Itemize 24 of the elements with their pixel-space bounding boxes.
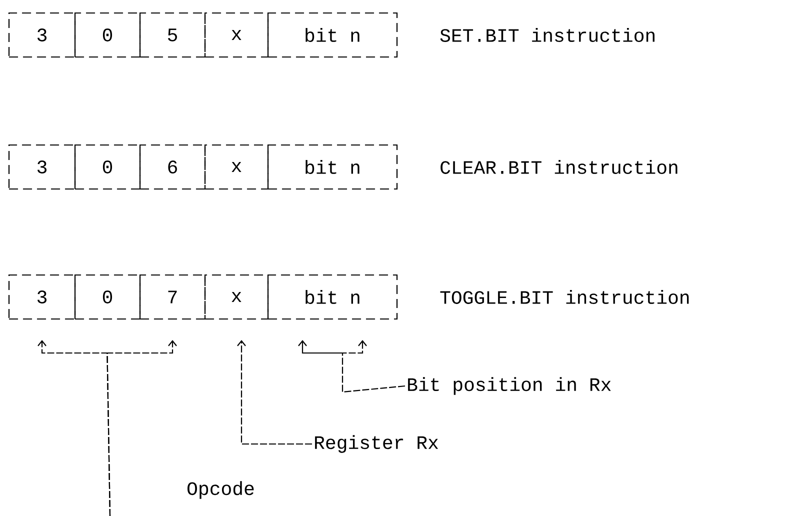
field-cell: x	[204, 274, 269, 320]
instruction-label: SET.BIT instruction	[440, 28, 654, 42]
field-cell: x	[204, 12, 269, 58]
field-cell: 7	[139, 274, 206, 320]
field-cell: 0	[74, 12, 141, 58]
field-cell: 3	[8, 144, 76, 190]
field-cell: bit n	[267, 274, 398, 320]
callout-text: Register Rx	[315, 435, 438, 453]
field-cell: 3	[8, 274, 76, 320]
callout-text: Opcode	[188, 481, 254, 499]
leader-line	[237, 340, 312, 445]
field-cell: 5	[139, 12, 206, 58]
field-cell: bit n	[267, 144, 398, 190]
field-cell: 6	[139, 144, 206, 190]
leader-line	[342, 340, 406, 393]
field-cell: 0	[74, 274, 141, 320]
field-cell: bit n	[267, 12, 398, 58]
field-cell: 0	[74, 144, 141, 190]
field-cell: 3	[8, 12, 76, 58]
leader-line	[106, 340, 177, 516]
instruction-label: CLEAR.BIT instruction	[440, 160, 678, 174]
field-cell: x	[204, 144, 269, 190]
instruction-label: TOGGLE.BIT instruction	[440, 290, 689, 304]
callout-text: Bit position in Rx	[408, 377, 611, 395]
